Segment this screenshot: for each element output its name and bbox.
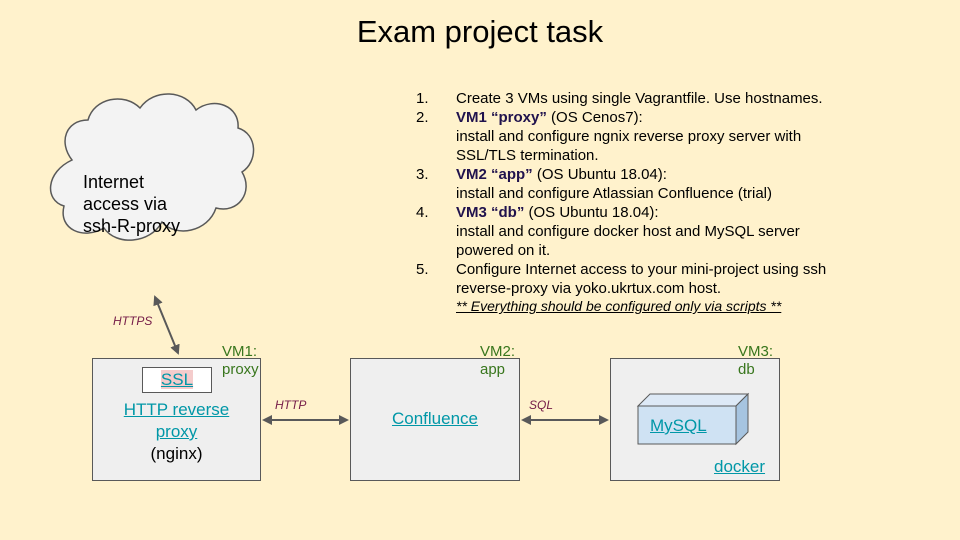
vm2-label-line: VM2: xyxy=(480,343,516,360)
task-text: Configure Internet access to your mini-p… xyxy=(456,261,827,278)
task-number: 5. xyxy=(416,261,429,278)
task-text: SSL/TLS termination. xyxy=(456,147,599,164)
vm2-box[interactable] xyxy=(350,358,520,481)
http-reverse-proxy-link[interactable]: proxy xyxy=(155,422,198,441)
task-text: powered on it. xyxy=(456,242,551,259)
proxy-name: HTTP reverse proxy (nginx) xyxy=(92,399,261,465)
task-number: 1. xyxy=(416,90,429,107)
vm2-label: VM2: app xyxy=(480,343,515,379)
ssl-link[interactable]: SSL xyxy=(160,370,194,389)
http-label: HTTP xyxy=(275,398,307,412)
task-text: reverse-proxy via yoko.ukrtux.com host. xyxy=(456,280,722,297)
mysql-label: MySQL xyxy=(650,416,707,436)
task-os: (OS Ubuntu 18.04): xyxy=(524,204,659,221)
cloud-label-line: access via xyxy=(83,194,168,214)
task-item: 3. VM2 “app” (OS Ubuntu 18.04): install … xyxy=(416,165,946,203)
scripts-note: ** Everything should be configured only … xyxy=(456,298,782,314)
cloud-label: Internet access via ssh-R-proxy xyxy=(83,171,180,237)
task-number: 2. xyxy=(416,109,429,126)
task-vm-name: VM3 “db” xyxy=(456,204,525,221)
task-item: 2. VM1 “proxy” (OS Cenos7): install and … xyxy=(416,108,946,165)
docker-link[interactable]: docker xyxy=(714,457,766,476)
nginx-label: (nginx) xyxy=(150,444,203,463)
vm3-label-line: db xyxy=(738,361,755,378)
docker-label: docker xyxy=(714,457,765,477)
confluence-link[interactable]: Confluence xyxy=(391,409,478,428)
vm2-label-line: app xyxy=(480,361,506,378)
mysql-link[interactable]: MySQL xyxy=(650,416,707,435)
http-reverse-proxy-link[interactable]: HTTP reverse xyxy=(123,400,230,419)
vm3-label: VM3: db xyxy=(738,343,773,379)
task-os: (OS Ubuntu 18.04): xyxy=(532,166,667,183)
cloud-label-line: Internet xyxy=(83,172,145,192)
task-vm-name: VM1 “proxy” xyxy=(456,109,547,126)
vm1-label: VM1: proxy xyxy=(222,343,259,379)
task-text: install and configure Atlassian Confluen… xyxy=(456,185,773,202)
task-number: 4. xyxy=(416,204,429,221)
task-list: 1. Create 3 VMs using single Vagrantfile… xyxy=(416,89,946,298)
sql-label: SQL xyxy=(529,398,554,412)
task-item: 5. Configure Internet access to your min… xyxy=(416,260,946,298)
task-text: install and configure docker host and My… xyxy=(456,223,800,240)
task-item: 4. VM3 “db” (OS Ubuntu 18.04): install a… xyxy=(416,203,946,260)
cloud-label-line: ssh-R-proxy xyxy=(83,216,181,236)
slide-title: Exam project task xyxy=(356,14,604,49)
confluence-label: Confluence xyxy=(350,409,520,429)
task-vm-name: VM2 “app” xyxy=(456,166,533,183)
cloud-shape xyxy=(49,93,255,241)
https-label: HTTPS xyxy=(113,314,153,328)
vm1-label-line: proxy xyxy=(222,361,259,378)
vm3-label-line: VM3: xyxy=(738,343,774,360)
vm1-label-line: VM1: xyxy=(222,343,258,360)
task-text: Create 3 VMs using single Vagrantfile. U… xyxy=(456,90,823,107)
task-os: (OS Cenos7): xyxy=(546,109,643,126)
task-number: 3. xyxy=(416,166,429,183)
task-item: 1. Create 3 VMs using single Vagrantfile… xyxy=(416,89,946,108)
ssl-box[interactable]: SSL xyxy=(142,367,212,393)
task-text: install and configure ngnix reverse prox… xyxy=(456,128,802,145)
cloud-outline xyxy=(49,93,255,241)
